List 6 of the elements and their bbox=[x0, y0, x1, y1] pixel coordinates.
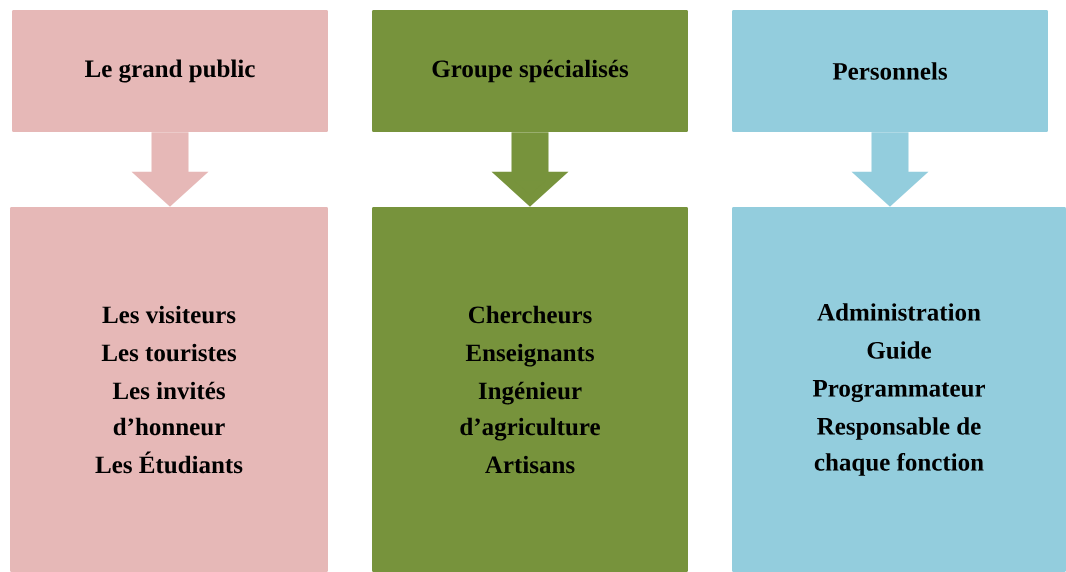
header-box: Le grand public bbox=[12, 10, 328, 132]
list-box: Chercheurs Enseignants Ingénieur d’agriculture Artisans bbox=[372, 207, 688, 572]
list-box: Les visiteurs Les touristes Les invités d’honneur Les Étudiants bbox=[10, 207, 328, 572]
header-box: Groupe spécialisés bbox=[372, 10, 688, 132]
list-box: Administration Guide Programmateur Responsable de chaque fonction bbox=[732, 207, 1066, 572]
header-box: Personnels bbox=[732, 10, 1048, 132]
